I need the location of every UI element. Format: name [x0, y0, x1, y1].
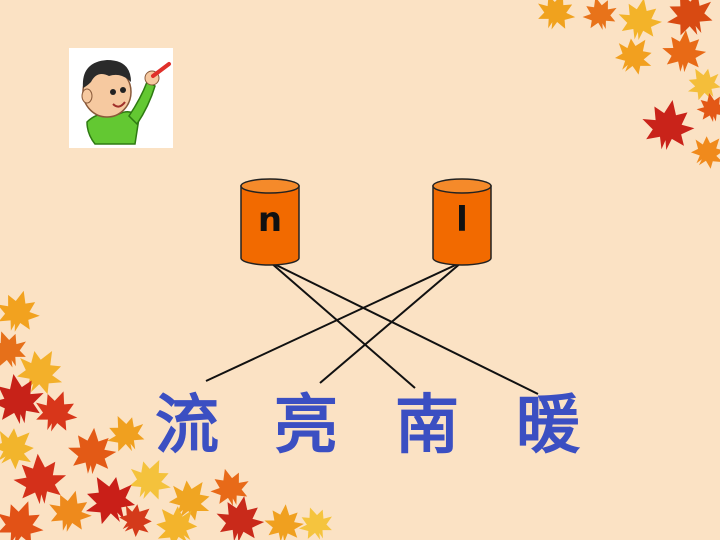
cylinder-label-l: l — [456, 200, 468, 240]
match-line — [269, 261, 416, 389]
cylinder-label-n: n — [257, 200, 283, 240]
character-liang: 亮 — [274, 389, 338, 463]
match-line — [269, 261, 539, 395]
character-liu: 流 — [155, 389, 219, 463]
boy-drawing-icon — [69, 48, 173, 148]
match-line — [205, 261, 463, 382]
match-line — [319, 261, 463, 384]
cylinder-n — [240, 178, 300, 266]
cylinder-l — [432, 178, 492, 266]
character-nan: 南 — [395, 389, 459, 463]
character-nuan: 暖 — [516, 389, 580, 463]
